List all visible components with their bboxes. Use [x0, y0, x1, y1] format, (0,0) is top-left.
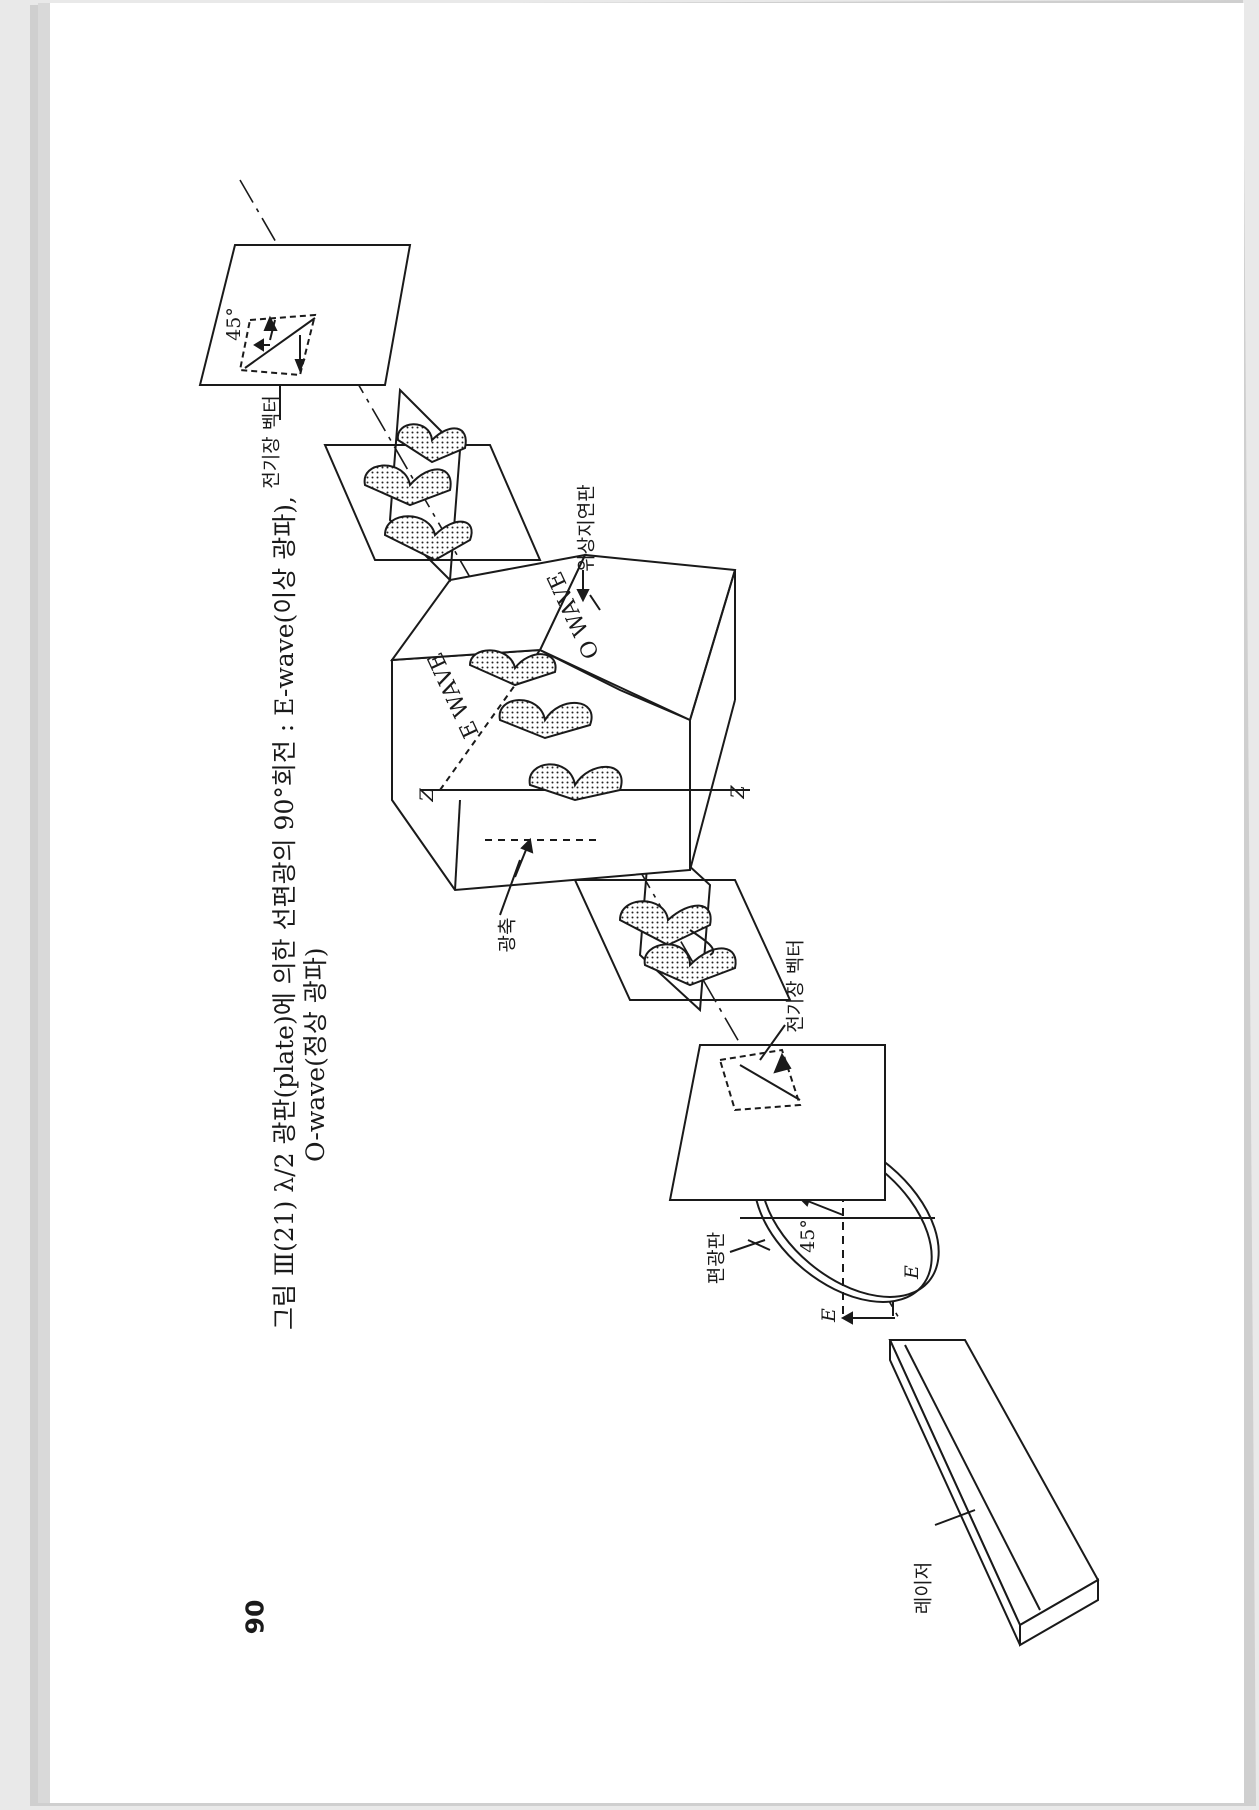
input-wave-planes — [573, 827, 792, 1013]
output-wave-planes — [323, 387, 542, 583]
label-optic-axis: 광축 — [496, 917, 519, 953]
crystal-block — [389, 553, 750, 892]
label-angle-output: 45° — [223, 307, 245, 341]
page-number: 90 — [240, 1599, 270, 1635]
label-z-right: Z — [727, 785, 749, 799]
page-edge — [38, 3, 50, 1803]
label-retarder-plate: 위상지연판 — [575, 484, 598, 572]
laser-box — [888, 1339, 1100, 1647]
label-angle-polarizer: 45° — [797, 1219, 819, 1253]
figure-caption-line2: O-wave(정상 광파) — [301, 947, 330, 1162]
label-e-field-axis: E — [901, 1265, 923, 1279]
leader-arrows — [279, 385, 976, 1526]
output-plane — [198, 244, 412, 386]
figure-caption-line1: 그림 Ⅲ(21) λ/2 광판(plate)에 의한 선편광의 90°회전 : … — [270, 496, 299, 1330]
label-laser: 레이저 — [912, 1561, 935, 1615]
label-z-left: Z — [416, 788, 438, 802]
label-efield-vector-1: 전기장 벡터 — [784, 939, 807, 1033]
label-polarizer: 편광판 — [705, 1231, 728, 1285]
input-plane — [668, 1044, 886, 1201]
label-efield-vector-2: 전기장 벡터 — [260, 395, 283, 489]
label-e-field-input: E — [818, 1308, 840, 1322]
